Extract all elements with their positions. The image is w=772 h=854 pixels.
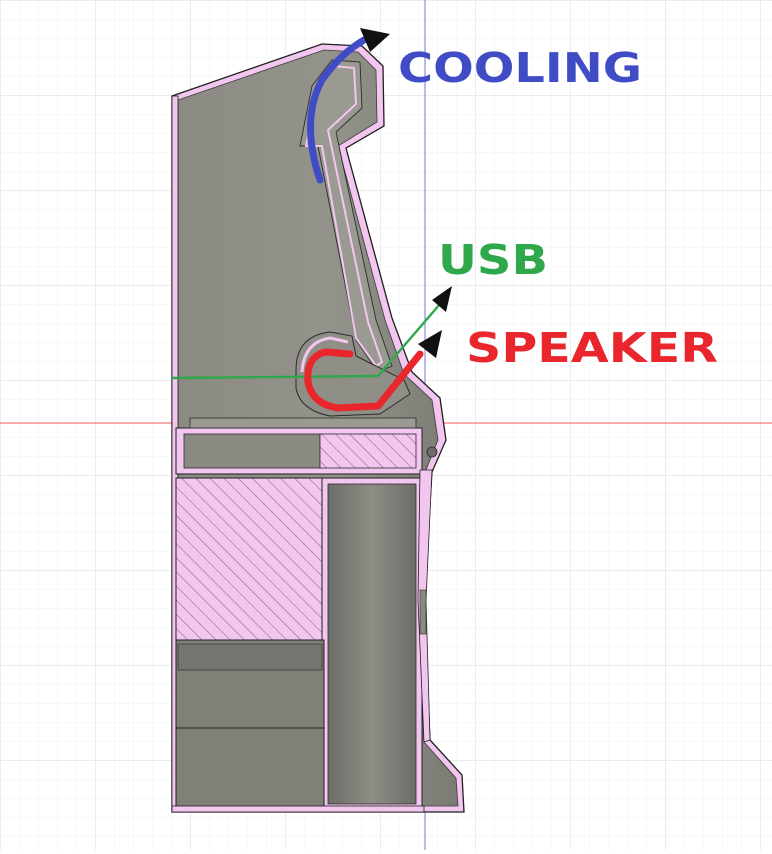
shelf-top-rail xyxy=(189,417,417,429)
shelf-left-inner xyxy=(183,433,321,469)
shelf-side-button xyxy=(426,446,438,458)
shelf-hatched-block xyxy=(319,433,417,469)
speaker-arrow-head xyxy=(418,330,442,358)
right-compartment-interior xyxy=(327,483,417,805)
cooling-arrow-head xyxy=(360,28,390,52)
cooling-arrow-path xyxy=(306,36,368,184)
floor-strip xyxy=(171,805,425,813)
usb-cable-line xyxy=(171,374,379,380)
usb-arrow-path xyxy=(377,303,441,377)
usb-arrow-head xyxy=(432,286,452,312)
lower-left-compartment-bottom xyxy=(175,727,325,809)
usb-label: USB xyxy=(438,236,548,284)
speaker-arrow-path xyxy=(304,348,424,412)
control-panel-scoop-lining xyxy=(300,336,349,373)
side-slot xyxy=(419,589,427,635)
cabinet-body xyxy=(171,43,465,813)
speaker-label: SPEAKER xyxy=(466,324,718,372)
cooling-label: COOLING xyxy=(398,44,642,92)
lower-left-compartment-top-inner xyxy=(177,643,323,671)
lower-hatched-block xyxy=(175,477,327,641)
